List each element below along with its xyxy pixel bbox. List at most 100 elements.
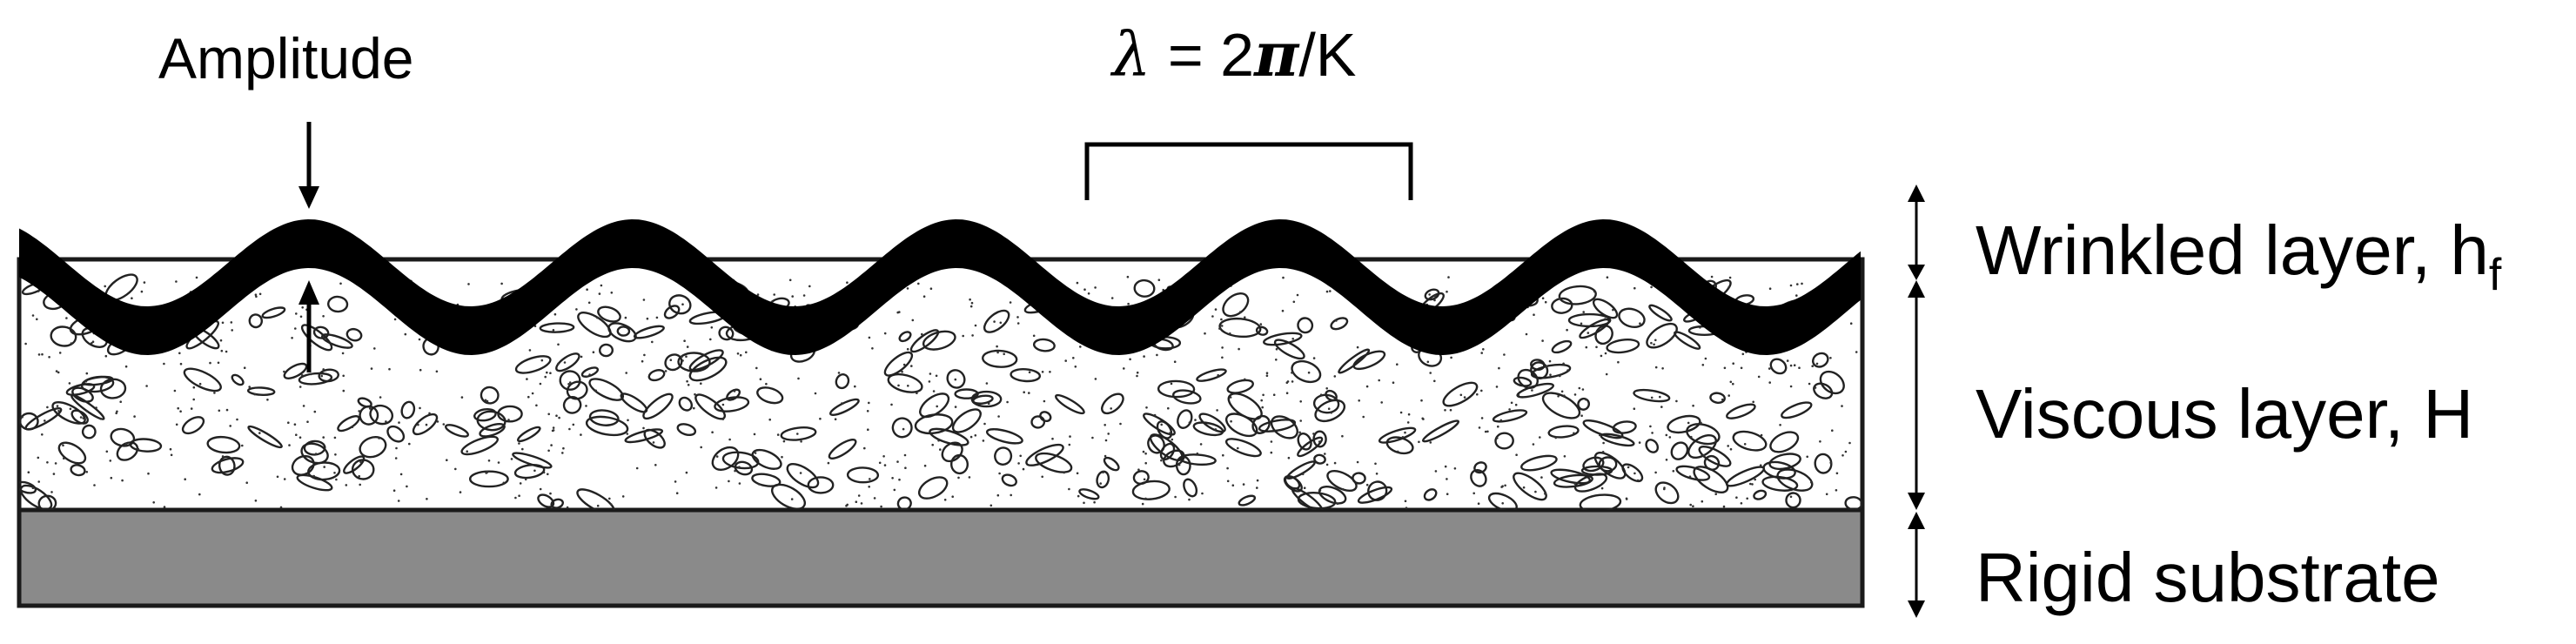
- texture-dot: [500, 282, 503, 285]
- texture-dot: [1145, 406, 1148, 409]
- texture-dot: [1426, 360, 1430, 364]
- texture-dot: [868, 401, 870, 405]
- texture-dot: [1600, 354, 1603, 358]
- texture-dot: [1633, 407, 1636, 411]
- amplitude-arrowhead-up: [299, 280, 319, 305]
- texture-dot: [497, 461, 500, 464]
- substrate-thickness-arrowhead-bottom: [1908, 600, 1925, 618]
- texture-ellipse: [1183, 478, 1198, 498]
- texture-dot: [1814, 386, 1817, 389]
- texture-dot: [553, 312, 557, 316]
- texture-dot: [592, 351, 595, 354]
- texture-ellipse: [1338, 348, 1371, 374]
- texture-ellipse: [337, 415, 360, 433]
- texture-dot: [710, 326, 714, 329]
- texture-dot: [192, 386, 196, 389]
- texture-dot: [1049, 371, 1051, 373]
- texture-ellipse: [941, 441, 963, 463]
- texture-dot: [1301, 473, 1305, 476]
- texture-dot: [1654, 471, 1657, 474]
- texture-dot: [846, 503, 849, 506]
- texture-dot: [1544, 493, 1546, 495]
- texture-dot: [175, 280, 178, 283]
- texture-ellipse: [917, 476, 949, 500]
- texture-ellipse: [1270, 415, 1298, 439]
- texture-dot: [685, 355, 688, 359]
- viscous-thickness-arrowhead-top: [1908, 280, 1925, 298]
- texture-dot: [358, 474, 361, 478]
- texture-dot: [1566, 369, 1569, 372]
- texture-ellipse: [807, 476, 835, 494]
- texture-dot: [1091, 436, 1094, 439]
- texture-ellipse: [248, 313, 264, 329]
- texture-dot: [619, 398, 621, 401]
- texture-dot: [609, 503, 613, 506]
- texture-dot: [1324, 453, 1326, 455]
- texture-dot: [65, 317, 68, 319]
- texture-dot: [373, 347, 376, 350]
- texture-dot: [1335, 319, 1338, 322]
- texture-dot: [1265, 374, 1269, 378]
- texture-dot: [1341, 434, 1344, 438]
- texture-ellipse: [1227, 392, 1263, 420]
- texture-dot: [85, 471, 89, 473]
- texture-ellipse: [1492, 409, 1528, 423]
- texture-ellipse: [1131, 480, 1171, 500]
- texture-dot: [600, 284, 603, 287]
- texture-dot: [539, 382, 542, 386]
- texture-dot: [1517, 393, 1520, 397]
- texture-dot: [1017, 462, 1020, 465]
- texture-dot: [231, 329, 234, 332]
- texture-dot: [910, 365, 913, 367]
- texture-dot: [907, 385, 909, 387]
- texture-dot: [24, 342, 27, 345]
- texture-dot: [929, 372, 932, 375]
- texture-ellipse: [599, 343, 614, 358]
- texture-dot: [1580, 414, 1583, 418]
- texture-ellipse: [896, 496, 912, 510]
- texture-dot: [466, 450, 468, 453]
- texture-ellipse: [1326, 469, 1358, 493]
- texture-ellipse: [116, 441, 139, 461]
- viscous-layer-label: Viscous layer, H: [1976, 375, 2474, 453]
- texture-dot: [1107, 433, 1110, 435]
- texture-dot: [1595, 345, 1598, 349]
- texture-dot: [646, 317, 649, 320]
- texture-dot: [1221, 356, 1224, 359]
- texture-dot: [1173, 360, 1177, 364]
- texture-dot: [544, 375, 547, 379]
- texture-dot: [426, 498, 428, 500]
- texture-ellipse: [71, 386, 94, 403]
- texture-dot: [890, 403, 893, 406]
- texture-dot: [119, 400, 122, 404]
- texture-dot: [922, 295, 926, 299]
- texture-dot: [866, 410, 869, 413]
- texture-dot: [1660, 406, 1663, 408]
- texture-dot: [1700, 421, 1702, 425]
- texture-dot: [320, 374, 324, 378]
- texture-dot: [173, 389, 177, 392]
- texture-dot: [225, 408, 229, 412]
- texture-dot: [254, 500, 258, 502]
- texture-ellipse: [1198, 413, 1226, 433]
- texture-ellipse: [1314, 399, 1346, 423]
- texture-dot: [248, 386, 252, 388]
- texture-dot: [759, 378, 762, 381]
- texture-dot: [1450, 356, 1452, 359]
- texture-dot: [184, 478, 186, 480]
- texture-dot: [681, 355, 683, 358]
- texture-ellipse: [676, 423, 697, 437]
- texture-dot: [27, 471, 30, 473]
- texture-dot: [871, 347, 874, 350]
- texture-dot: [368, 407, 372, 410]
- texture-dot: [901, 370, 903, 373]
- texture-dot: [1463, 396, 1466, 399]
- texture-dot: [1229, 332, 1231, 335]
- texture-dot: [983, 422, 986, 426]
- texture-dot: [1580, 322, 1583, 325]
- texture-dot: [896, 311, 899, 314]
- texture-dot: [1798, 366, 1801, 370]
- texture-ellipse: [751, 473, 782, 487]
- texture-dot: [785, 505, 788, 507]
- texture-ellipse: [756, 386, 784, 405]
